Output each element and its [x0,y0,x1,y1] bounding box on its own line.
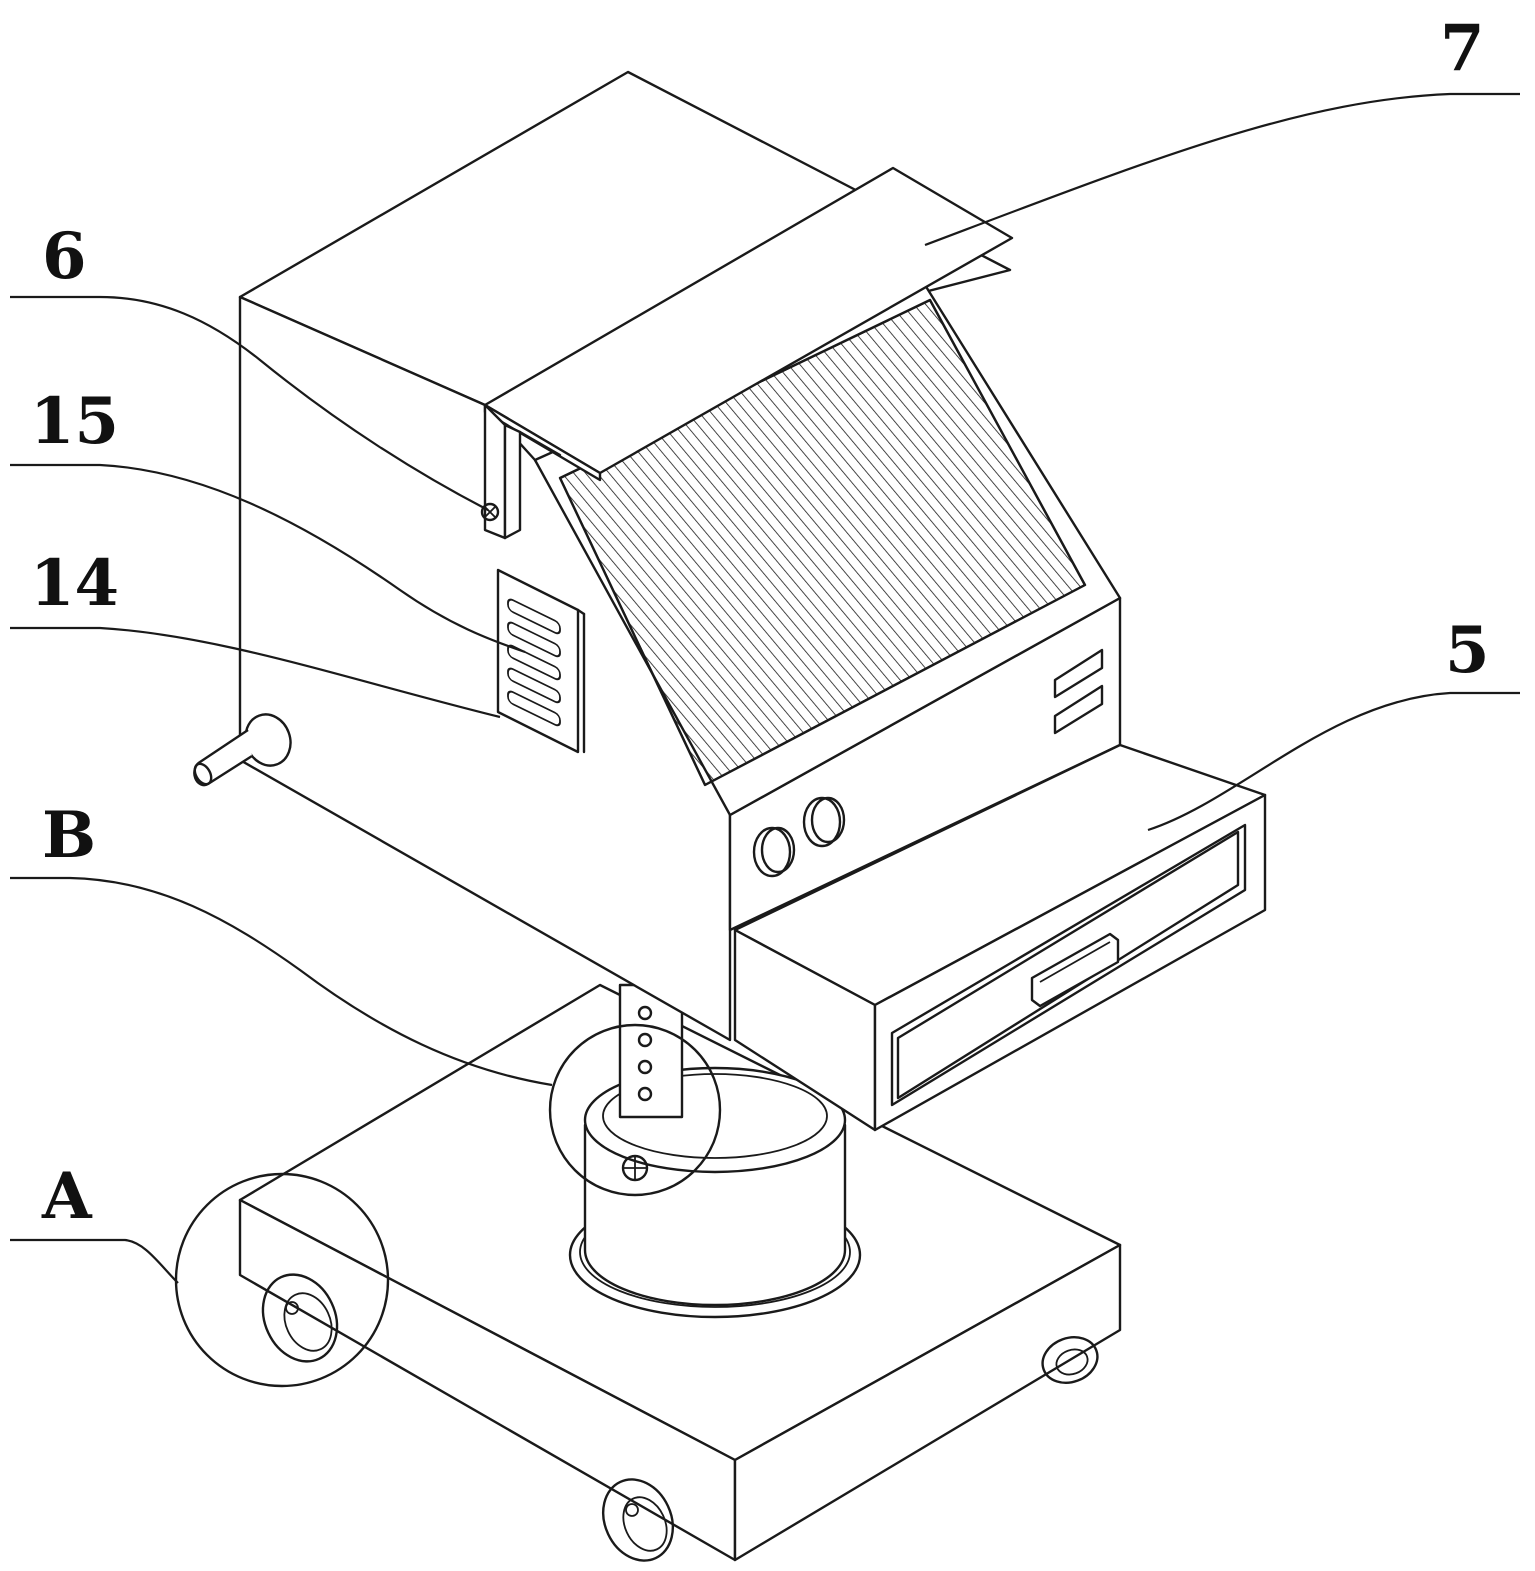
label-7: 7 [1440,11,1485,86]
knob-icon[interactable] [752,826,796,878]
caster-wheel-front-left [261,1273,339,1363]
lock-screw-icon [621,1154,649,1182]
label-a: A [41,1159,93,1234]
usb-ports [1053,648,1104,735]
leader-a [10,1238,179,1284]
label-14: 14 [30,546,119,621]
vent-grille [496,568,586,754]
drawer-handle[interactable] [1030,932,1120,1008]
label-15: 15 [30,384,119,459]
leader-14 [10,626,501,719]
flip-lid [480,166,1014,540]
label-6: 6 [42,219,87,294]
leader-7 [924,92,1520,247]
lifting-column [568,983,862,1319]
label-b: B [42,798,96,873]
caster-wheel-front-center [602,1478,674,1562]
leader-b [10,876,553,1087]
leader-15 [10,463,526,654]
storage-drawer [733,743,1267,1132]
leader-6 [10,295,489,511]
control-knobs [752,796,846,878]
caster-wheel-right [1041,1336,1099,1384]
label-5: 5 [1445,613,1490,688]
knob-icon[interactable] [802,796,846,848]
hose-connector [193,713,292,787]
leader-5 [1147,691,1520,832]
detail-circle-b [548,1023,722,1197]
